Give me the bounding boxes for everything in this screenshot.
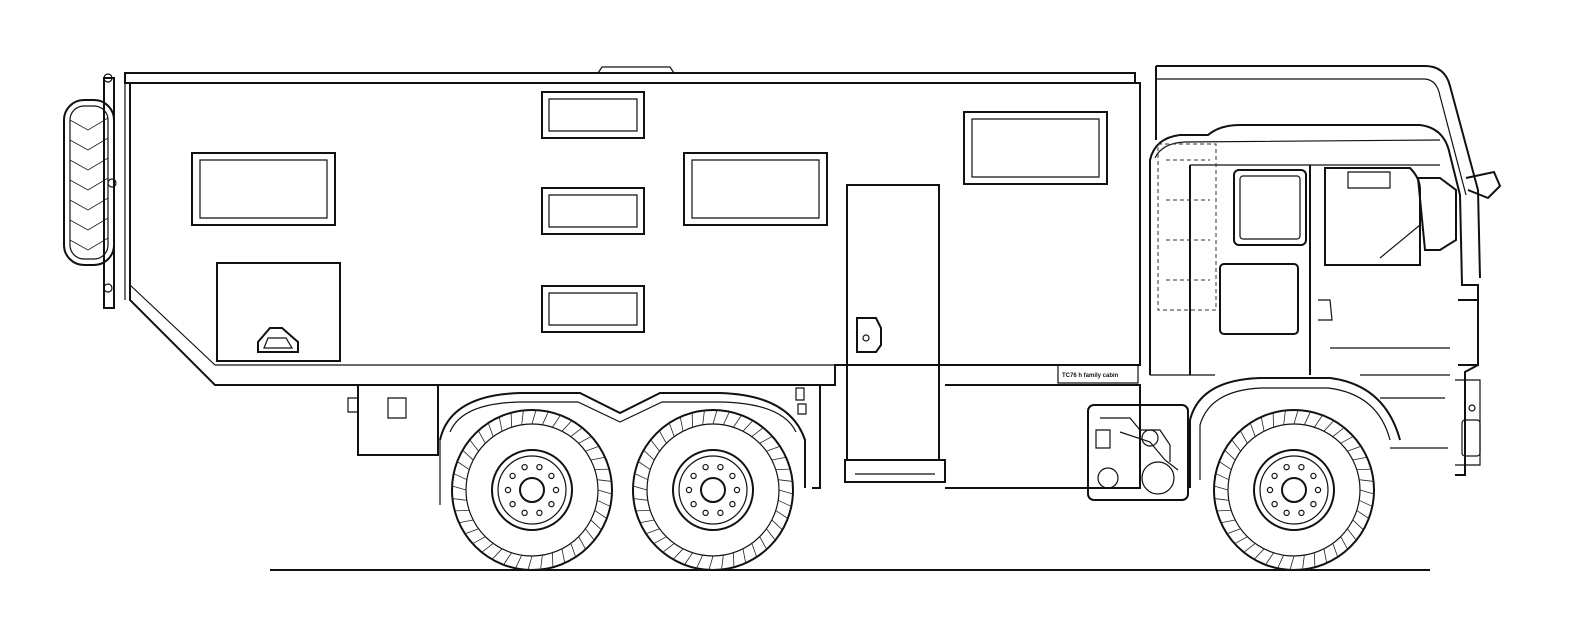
window (192, 153, 335, 225)
entry-door (845, 185, 945, 482)
camper-box: TC76 h family cabin (125, 67, 1140, 385)
window (549, 99, 637, 131)
window (542, 92, 644, 138)
window (692, 160, 819, 218)
wheels-group (452, 410, 1374, 570)
window (200, 160, 327, 218)
spare-wheel (64, 74, 116, 308)
window (684, 153, 827, 225)
window (972, 119, 1099, 177)
model-label: TC76 h family cabin (1062, 373, 1119, 379)
window (964, 112, 1107, 184)
camper-windows (192, 92, 1107, 332)
window (549, 293, 637, 325)
window (542, 286, 644, 332)
chassis-frame (348, 385, 1140, 505)
window (549, 195, 637, 227)
fuel-tank (1088, 405, 1188, 500)
wheel (633, 410, 793, 570)
truck-cab (1150, 66, 1500, 488)
wheel (1214, 410, 1374, 570)
window (542, 188, 644, 234)
storage-hatch (217, 263, 340, 361)
wheel (452, 410, 612, 570)
